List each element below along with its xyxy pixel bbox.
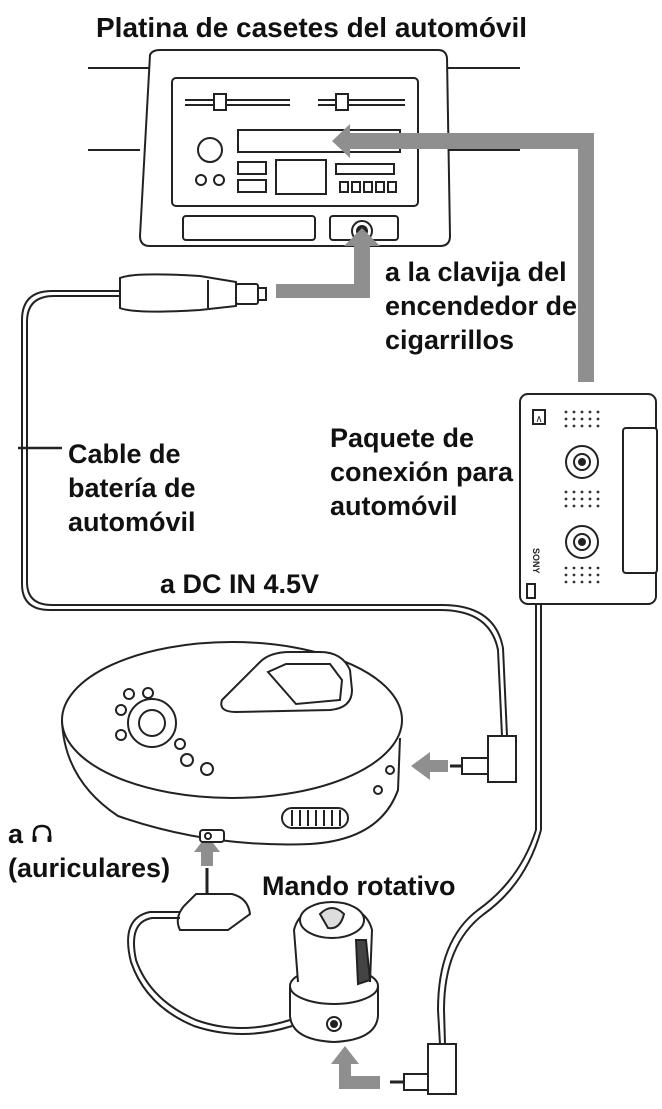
dc-plug	[450, 736, 516, 782]
car-connecting-pack-label: Paquete de conexión para automóvil	[330, 422, 513, 523]
car-deck-label: Platina de casetes del automóvil	[96, 10, 527, 45]
pack-label-line-3: automóvil	[330, 490, 513, 524]
remote-input-plug	[390, 1044, 456, 1094]
svg-text:∧: ∧	[535, 414, 542, 425]
cable-label-line-2: batería de	[68, 472, 196, 506]
headphones-label-prefix: a	[8, 819, 23, 849]
remote-to-pack-cable	[438, 830, 541, 1044]
headphones-label-line-2: (auriculares)	[8, 852, 170, 886]
arrow-dc-in	[411, 752, 448, 780]
car-battery-cable-label: Cable de batería de automóvil	[68, 438, 196, 539]
arrow-remote-input	[331, 1046, 380, 1089]
pack-label-line-1: Paquete de	[330, 422, 513, 456]
cable-label-line-3: automóvil	[68, 506, 196, 540]
headphones-icon	[31, 823, 53, 845]
lighter-plug	[120, 274, 266, 311]
lighter-label-line-1: a la clavija del	[385, 256, 577, 290]
lighter-label-line-3: cigarrillos	[385, 324, 577, 358]
cd-player	[62, 642, 402, 844]
cable-label-line-1: Cable de	[68, 438, 196, 472]
lighter-socket-label: a la clavija del encendedor de cigarrill…	[385, 256, 577, 357]
headphone-plug	[178, 868, 250, 930]
headphones-jack-label: a (auriculares)	[8, 818, 170, 886]
rotary-remote	[290, 902, 378, 1042]
dc-in-label: a DC IN 4.5V	[160, 568, 319, 602]
lighter-label-line-2: encendedor de	[385, 290, 577, 324]
car-connecting-pack: ∧	[520, 394, 657, 830]
headphones-label-line-1: a	[8, 818, 170, 852]
pack-label-line-2: conexión para	[330, 456, 513, 490]
rotary-remote-label: Mando rotativo	[262, 870, 456, 904]
arrow-plug-to-lighter	[276, 228, 380, 298]
pack-brand-logo: SONY	[531, 548, 541, 574]
